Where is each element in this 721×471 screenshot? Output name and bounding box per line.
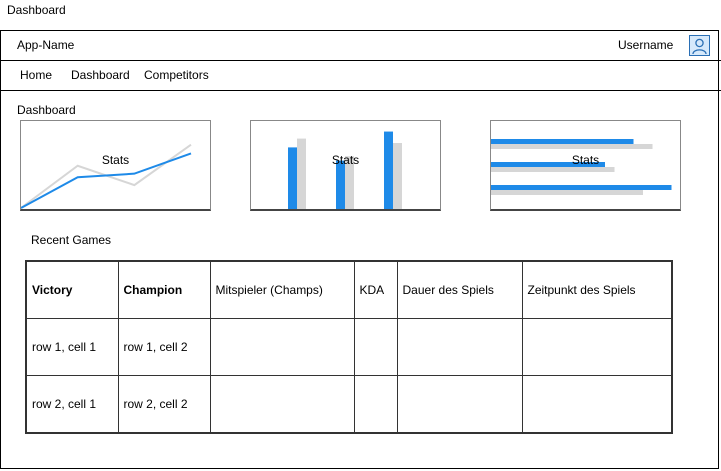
bar xyxy=(393,143,402,209)
table-cell: row 1, cell 2 xyxy=(117,318,211,376)
stats-hbar-chart[interactable]: Stats xyxy=(490,120,681,211)
app-header xyxy=(0,30,721,61)
nav-item-competitors[interactable]: Competitors xyxy=(144,68,209,82)
bar xyxy=(345,156,354,209)
table-cell: row 2, cell 2 xyxy=(117,375,211,434)
line-series xyxy=(21,152,192,209)
bar xyxy=(491,190,643,195)
nav-bar xyxy=(0,61,721,91)
column-header-champion: Champion xyxy=(117,260,211,319)
dashboard-section-title: Dashboard xyxy=(17,103,76,117)
table-cell xyxy=(396,375,523,434)
line-chart-plot xyxy=(21,143,192,209)
table-cell xyxy=(521,318,673,376)
chart-label: Stats xyxy=(101,153,130,167)
table-cell xyxy=(209,318,355,376)
chart-label: Stats xyxy=(331,153,360,167)
table-row[interactable]: row 2, cell 1 row 2, cell 2 xyxy=(25,375,673,434)
bar xyxy=(491,162,605,167)
table-cell: row 2, cell 1 xyxy=(25,375,119,434)
bar xyxy=(288,147,297,209)
page-title: Dashboard xyxy=(7,3,66,17)
table-cell xyxy=(353,318,398,376)
chart-label: Stats xyxy=(571,153,600,167)
username-label[interactable]: Username xyxy=(618,38,674,52)
bar-chart-plot xyxy=(288,131,402,209)
table-header-row: Victory Champion Mitspieler (Champs) KDA… xyxy=(25,260,673,319)
bar xyxy=(491,144,653,149)
app-frame xyxy=(0,30,719,469)
table-cell xyxy=(353,375,398,434)
stats-line-chart[interactable]: Stats xyxy=(20,120,211,211)
bar xyxy=(491,167,615,172)
recent-games-table: Victory Champion Mitspieler (Champs) KDA… xyxy=(25,260,673,434)
recent-games-title: Recent Games xyxy=(31,233,112,247)
column-header-kda: KDA xyxy=(353,260,398,319)
bar xyxy=(336,160,345,209)
app-name: App-Name xyxy=(17,38,75,52)
user-avatar-icon[interactable] xyxy=(689,35,710,56)
table-cell xyxy=(209,375,355,434)
column-header-timestamp: Zeitpunkt des Spiels xyxy=(521,260,673,319)
table-cell xyxy=(396,318,523,376)
bar xyxy=(491,139,634,144)
table-cell xyxy=(521,375,673,434)
nav-item-home[interactable]: Home xyxy=(20,68,53,82)
column-header-duration: Dauer des Spiels xyxy=(396,260,523,319)
nav-item-dashboard[interactable]: Dashboard xyxy=(71,68,130,82)
hbar-chart-plot xyxy=(491,139,672,195)
stats-bar-chart[interactable]: Stats xyxy=(250,120,441,211)
table-cell: row 1, cell 1 xyxy=(25,318,119,376)
column-header-victory: Victory xyxy=(25,260,119,319)
bar xyxy=(491,185,672,190)
table-row[interactable]: row 1, cell 1 row 1, cell 2 xyxy=(25,318,673,376)
column-header-teammates: Mitspieler (Champs) xyxy=(209,260,355,319)
bar xyxy=(297,138,306,209)
user-avatar-icon-graphic xyxy=(692,38,707,55)
bar xyxy=(384,131,393,209)
